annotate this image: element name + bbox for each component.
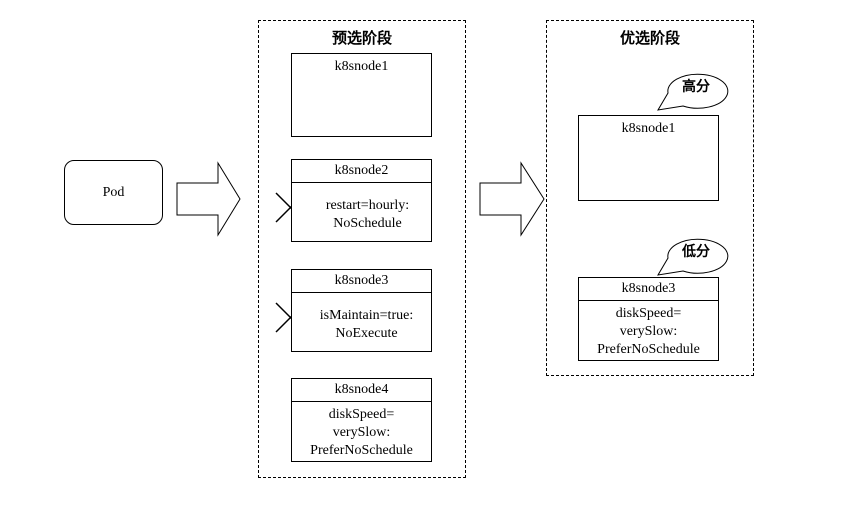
taint-line: verySlow: — [619, 324, 678, 339]
node-taint: isMaintain=true: NoExecute — [292, 293, 431, 343]
node-name: k8snode2 — [292, 160, 431, 183]
preselect-title: 预选阶段 — [331, 29, 392, 47]
pod-box: Pod — [64, 160, 163, 225]
taint-line: diskSpeed= — [615, 306, 682, 321]
pod-label: Pod — [102, 184, 125, 200]
arrow-pod-to-preselect — [176, 161, 241, 237]
taint-line: PreferNoSchedule — [597, 342, 700, 357]
speech-bubble-high — [657, 73, 729, 111]
taint-line: diskSpeed= — [328, 407, 395, 422]
priority-title: 优选阶段 — [619, 29, 680, 47]
node-name: k8snode3 — [292, 270, 431, 293]
priority-stage: 优选阶段 — [546, 20, 754, 376]
node-taint: diskSpeed= verySlow: PreferNoSchedule — [579, 301, 718, 359]
node-name: k8snode1 — [334, 59, 389, 74]
taint-line: verySlow: — [332, 425, 391, 440]
speech-bubble-low — [657, 238, 729, 276]
priority-node-k8snode3: k8snode3 diskSpeed= verySlow: PreferNoSc… — [578, 277, 719, 361]
node-name: k8snode1 — [621, 121, 676, 136]
low-score-label: 低分 — [682, 244, 710, 260]
taint-line: restart=hourly: — [325, 198, 410, 213]
taint-line: PreferNoSchedule — [310, 443, 413, 458]
preselect-node-k8snode3: k8snode3 isMaintain=true: NoExecute — [291, 269, 432, 352]
high-score-label: 高分 — [682, 79, 710, 95]
node-taint: restart=hourly: NoSchedule — [292, 183, 431, 233]
taint-line: NoSchedule — [333, 216, 402, 231]
node-taint: diskSpeed= verySlow: PreferNoSchedule — [292, 402, 431, 460]
node-name: k8snode3 — [579, 278, 718, 301]
preselect-node-k8snode2: k8snode2 restart=hourly: NoSchedule — [291, 159, 432, 242]
taint-line: NoExecute — [335, 326, 398, 341]
preselect-node-k8snode4: k8snode4 diskSpeed= verySlow: PreferNoSc… — [291, 378, 432, 462]
taint-line: isMaintain=true: — [319, 308, 414, 323]
preselect-stage: 预选阶段 — [258, 20, 466, 478]
preselect-node-k8snode1: k8snode1 — [291, 53, 432, 137]
arrow-preselect-to-priority — [479, 161, 545, 237]
node-name: k8snode4 — [292, 379, 431, 402]
priority-node-k8snode1: k8snode1 — [578, 115, 719, 201]
